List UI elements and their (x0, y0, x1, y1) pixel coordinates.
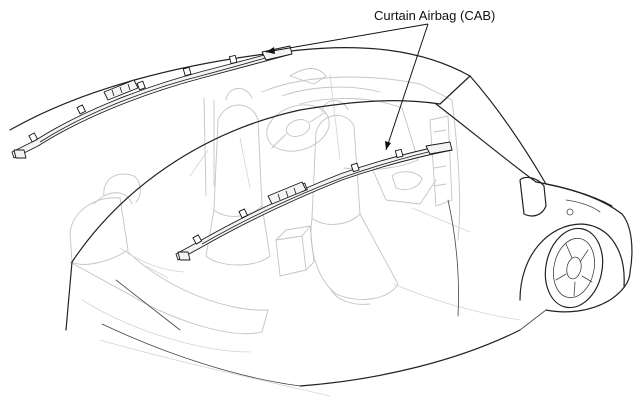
curtain-airbag-module-front (175, 141, 453, 261)
leader-line-front (385, 23, 429, 151)
airbag-mount-clip (394, 148, 404, 159)
airbag-mount-clip (182, 66, 192, 77)
callout-label: Curtain Airbag (CAB) (374, 8, 495, 23)
airbag-mount-clip (192, 234, 203, 245)
airbag-mount-clip (238, 208, 249, 219)
airbag-mount-clip (350, 162, 360, 173)
airbag-mount-clip (136, 80, 146, 91)
airbag-mount-clip (76, 104, 87, 115)
airbag-mount-clip (28, 132, 39, 143)
vehicle-body-outline (9, 47, 633, 387)
airbag-mount-clip (228, 54, 238, 65)
leader-arrowhead (385, 141, 391, 150)
leader-arrowhead (266, 47, 275, 54)
vehicle-interior-ghost (69, 68, 521, 397)
curtain-airbag-callout: Curtain Airbag (CAB) (265, 8, 495, 151)
leader-line-rear (265, 23, 429, 53)
curtain-airbag-module-rear (11, 45, 293, 159)
